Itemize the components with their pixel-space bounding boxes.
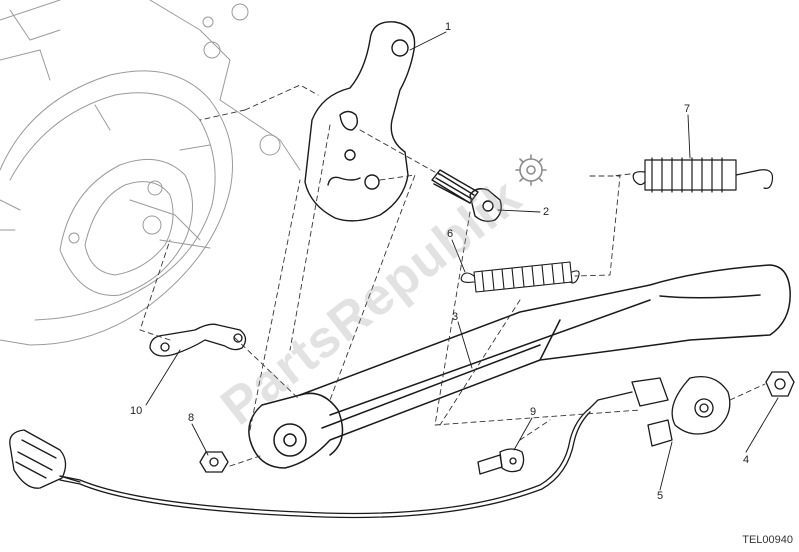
part-label-4: 4	[743, 454, 750, 466]
part-8-nut	[199, 451, 229, 473]
part-label-6: 6	[447, 228, 454, 240]
part-5-sensor	[59, 375, 731, 519]
part-4-nut	[765, 371, 795, 397]
part-2-bolt	[431, 169, 502, 223]
part-label-3: 3	[452, 311, 459, 323]
part-1-bracket	[304, 21, 416, 222]
wire-connector	[9, 429, 81, 489]
part-label-5: 5	[657, 490, 664, 502]
part-10-clip	[149, 323, 247, 357]
part-label-1: 1	[445, 21, 452, 33]
part-label-7: 7	[684, 103, 691, 115]
part-6-spring	[460, 261, 580, 293]
leader-lines	[145, 31, 779, 491]
assembly-lines	[139, 84, 766, 467]
part-7-spring	[632, 157, 774, 193]
gear-icon	[515, 154, 547, 186]
engine-cover	[0, 0, 301, 346]
part-3-side-stand	[248, 264, 791, 469]
reference-code: TEL00940	[742, 534, 793, 546]
part-9-screw	[477, 448, 525, 475]
part-label-8: 8	[188, 412, 195, 424]
part-label-10: 10	[130, 405, 143, 417]
part-label-2: 2	[543, 206, 550, 218]
part-label-9: 9	[530, 406, 537, 418]
